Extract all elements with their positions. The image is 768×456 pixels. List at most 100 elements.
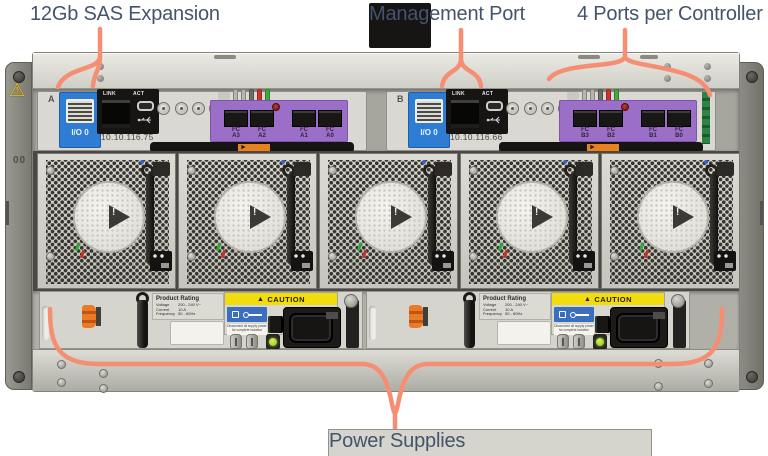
rack-ear-left: ⚠ 00 (5, 62, 32, 390)
screw-icon (704, 359, 713, 368)
status-chip (567, 92, 579, 100)
fan-led-blue (704, 160, 708, 164)
fan-module-5: ! (601, 153, 740, 289)
screw-icon (97, 75, 104, 82)
fc-port (318, 110, 342, 127)
screw-icon (57, 360, 66, 369)
fan-module-1: ! (37, 153, 176, 289)
psu-handle (464, 300, 475, 348)
fan-warning-icon (109, 205, 130, 229)
standoff-post (230, 334, 242, 349)
fan-warning-glyph: ! (394, 207, 398, 218)
status-chip (218, 92, 230, 100)
fan-label (150, 251, 172, 271)
fan-warning-glyph: ! (112, 207, 116, 218)
psu-release-slot (423, 307, 428, 326)
ear-notch (6, 201, 9, 225)
latch-handle: ► (238, 144, 270, 151)
blank-label (497, 321, 551, 345)
pcb-edge (702, 92, 710, 144)
fan-handle (710, 174, 718, 264)
fan-module-3: ! (319, 153, 458, 289)
fan-handle-mount (153, 162, 170, 176)
rating-title: Product Rating (483, 296, 526, 302)
fan-warning-glyph: ! (676, 207, 680, 218)
fan-warning-glyph: ! (535, 207, 539, 218)
fan-label (714, 251, 736, 271)
screw-icon (13, 71, 25, 83)
cord-retention-clip (595, 316, 610, 333)
fan-handle-mount (294, 162, 311, 176)
screw-icon (13, 371, 25, 383)
ip-address-label: 10.10.116.66 (450, 132, 503, 142)
blank-label (170, 321, 224, 345)
power-led (266, 334, 280, 350)
hazard-warning-icon: ⚠ (9, 80, 26, 100)
key-icon (576, 314, 589, 316)
fan-handle-mount (717, 162, 734, 176)
link-led-label: LINK (103, 91, 116, 97)
screw-icon (524, 102, 537, 115)
fault-led-icon (272, 103, 280, 111)
callout-label-power-supplies: Power Supplies (328, 429, 652, 456)
screw-icon (704, 75, 711, 82)
psu-release-slot (96, 307, 101, 326)
inlet-tag (326, 312, 338, 319)
fc-port (224, 110, 248, 127)
fan-label (573, 251, 595, 271)
usb-port (137, 101, 154, 111)
fan-handle-mount (576, 162, 593, 176)
vent-slot (640, 55, 658, 59)
sas-expansion-port-b: I/O 0 (408, 92, 450, 148)
standoff-post (557, 334, 569, 349)
act-led-label: ACT (133, 91, 145, 97)
usb-port (486, 101, 503, 111)
chassis-top-panel (33, 53, 739, 89)
screw-icon (157, 102, 170, 115)
fan-hub: ! (73, 181, 145, 253)
screw-icon (97, 63, 104, 70)
screw-icon (57, 378, 66, 387)
psu-guide-slot (369, 306, 376, 340)
callout-label-sas-expansion: 12Gb SAS Expansion (30, 3, 220, 25)
vent-slot (214, 55, 236, 59)
screw-icon (46, 166, 55, 175)
chassis-bottom-panel (33, 349, 739, 393)
screw-icon (46, 252, 55, 261)
psu-release-tab (82, 305, 96, 328)
controller-row: A I/O 0 LINK ACT 10.10.116.75 (33, 89, 739, 153)
ear-notch (760, 201, 763, 225)
power-inlet (283, 307, 341, 348)
inlet-tag (653, 312, 665, 319)
fan-hub: ! (355, 181, 427, 253)
fan-warning-glyph: ! (253, 207, 257, 218)
fan-hub: ! (496, 181, 568, 253)
screw-icon (187, 252, 196, 261)
fault-led-icon (621, 103, 629, 111)
controller-id-label: B (397, 94, 404, 104)
screw-icon (99, 369, 108, 378)
screw-icon (704, 379, 713, 388)
sas-connector-icon (415, 99, 443, 123)
usb-icon (486, 116, 500, 124)
sas-connector-icon (66, 99, 94, 123)
cord-retention-clip (268, 316, 283, 333)
screw-icon (192, 102, 205, 115)
fan-led-blue (563, 160, 567, 164)
key-icon (249, 314, 262, 316)
screw-icon (328, 252, 337, 261)
fan-handle (146, 174, 154, 264)
power-led (593, 334, 607, 350)
rack-ear-right (739, 62, 764, 390)
screw-icon (99, 384, 108, 393)
standoff-post (573, 334, 585, 349)
plug-icon (232, 311, 239, 318)
